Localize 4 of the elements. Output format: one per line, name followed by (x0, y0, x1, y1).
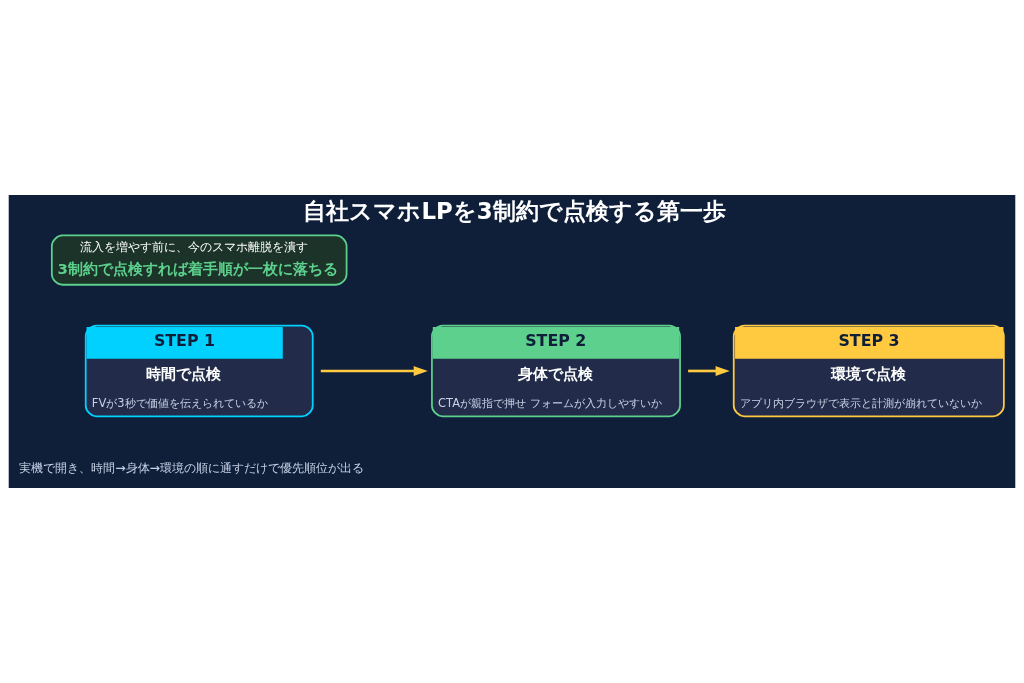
label: 実機で開き、時間→身体→環境の順に通すだけで優先順位が出る (19, 460, 364, 475)
diagram-title: 自社スマホLPを3制約で点検する第一歩 (303, 198, 726, 225)
arrow (320, 366, 428, 376)
arrow (688, 366, 730, 376)
